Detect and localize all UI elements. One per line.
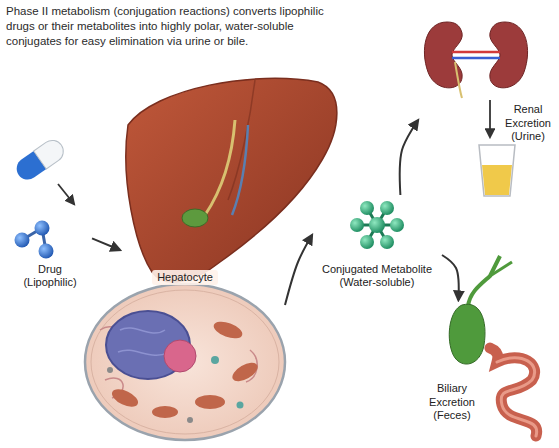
kidney bbox=[490, 22, 528, 88]
gallbladder bbox=[449, 304, 485, 364]
kidneys bbox=[424, 22, 527, 98]
liver bbox=[126, 78, 337, 282]
vesicle bbox=[107, 367, 113, 373]
pill-arrow bbox=[58, 184, 74, 204]
atom bbox=[380, 235, 394, 249]
bile-duct bbox=[490, 262, 512, 276]
node-label: Renal Excretion (Urine) bbox=[500, 103, 556, 143]
mitochondrion bbox=[195, 395, 225, 409]
diagram-node: Renal Excretion (Urine) bbox=[418, 15, 556, 145]
atom bbox=[15, 233, 30, 248]
flow-arrow bbox=[400, 120, 418, 195]
vesicle bbox=[187, 417, 193, 423]
diagram-title: Phase II metabolism (conjugation reactio… bbox=[6, 4, 328, 49]
renal-artery bbox=[452, 51, 500, 54]
node-label: Biliary Excretion (Feces) bbox=[415, 382, 489, 422]
node-label: Conjugated Metabolite (Water-soluble) bbox=[314, 263, 440, 289]
cup-outline bbox=[479, 145, 515, 196]
mitochondrion bbox=[212, 318, 245, 341]
atom bbox=[35, 221, 50, 236]
kidney bbox=[424, 22, 462, 88]
renal-vein bbox=[452, 57, 500, 60]
bile-duct bbox=[205, 120, 235, 215]
pill-half bbox=[34, 136, 68, 169]
cell-membrane bbox=[85, 284, 285, 440]
node-label: Drug (Lipophilic) bbox=[14, 263, 86, 289]
intestine bbox=[490, 348, 537, 436]
vesicle bbox=[211, 356, 219, 364]
nucleolus bbox=[164, 340, 196, 372]
flow-arrow bbox=[285, 235, 312, 305]
metabolite-molecule bbox=[350, 201, 404, 249]
atom bbox=[360, 235, 374, 249]
mitochondrion bbox=[152, 406, 178, 418]
atom bbox=[369, 217, 385, 233]
diagram-node: Drug (Lipophilic) bbox=[8, 150, 92, 295]
vessel bbox=[232, 125, 248, 215]
gallbladder bbox=[182, 209, 208, 227]
bile-duct bbox=[468, 256, 500, 306]
diagram-node: Hepatocyte bbox=[85, 250, 285, 440]
ureter bbox=[455, 62, 462, 98]
diagram-node: Conjugated Metabolite (Water-soluble) bbox=[312, 195, 442, 295]
mitochondrion bbox=[229, 359, 260, 385]
hepatocyte-cell bbox=[85, 284, 285, 440]
drug-molecule bbox=[15, 221, 54, 259]
diagram-node: Biliary Excretion (Feces) bbox=[415, 300, 555, 430]
node-label: Hepatocyte bbox=[152, 270, 218, 285]
atom bbox=[390, 218, 404, 232]
liver-body bbox=[126, 78, 337, 282]
atom bbox=[380, 201, 394, 215]
vesicle bbox=[237, 402, 244, 409]
mitochondrion bbox=[109, 386, 140, 411]
cell-membrane-inner bbox=[91, 290, 279, 434]
urine bbox=[482, 165, 512, 195]
flow-arrow bbox=[442, 255, 459, 300]
urine-cup bbox=[479, 145, 515, 196]
flow-arrow bbox=[92, 238, 120, 250]
atom bbox=[350, 218, 364, 232]
chromatin bbox=[118, 328, 170, 355]
pill-icon bbox=[12, 136, 67, 184]
atom bbox=[360, 201, 374, 215]
intestine-highlight bbox=[497, 358, 537, 436]
urine-arrow bbox=[489, 100, 491, 137]
atom bbox=[39, 244, 54, 259]
